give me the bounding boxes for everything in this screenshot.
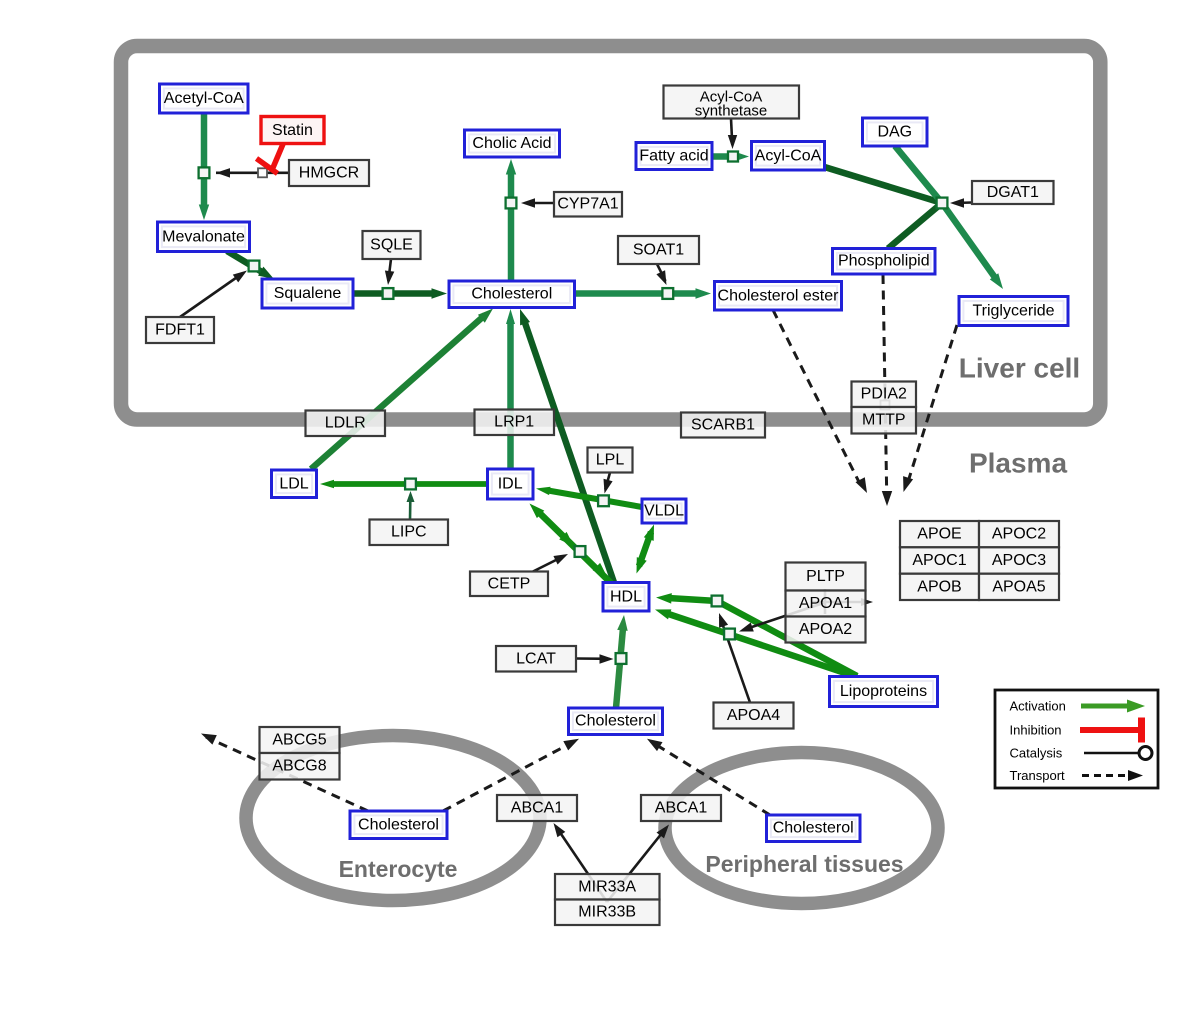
- svg-text:APOC2: APOC2: [992, 526, 1046, 543]
- svg-text:LRP1: LRP1: [494, 414, 534, 431]
- svg-text:Statin: Statin: [272, 122, 313, 139]
- svg-text:Triglyceride: Triglyceride: [972, 303, 1054, 320]
- svg-text:Inhibition: Inhibition: [1010, 723, 1062, 738]
- svg-text:Cholesterol: Cholesterol: [358, 816, 439, 833]
- svg-text:Cholic Acid: Cholic Acid: [472, 135, 551, 152]
- svg-text:SQLE: SQLE: [370, 237, 413, 254]
- svg-text:FDFT1: FDFT1: [155, 322, 205, 339]
- svg-text:Acetyl-CoA: Acetyl-CoA: [164, 90, 244, 107]
- svg-text:IDL: IDL: [498, 476, 523, 493]
- svg-text:APOA2: APOA2: [799, 621, 852, 638]
- svg-text:APOE: APOE: [917, 526, 961, 543]
- svg-text:DAG: DAG: [877, 124, 912, 141]
- svg-text:HMGCR: HMGCR: [299, 165, 359, 182]
- svg-text:Cholesterol: Cholesterol: [471, 286, 552, 303]
- svg-text:Enterocyte: Enterocyte: [339, 856, 458, 882]
- svg-text:APOC3: APOC3: [992, 552, 1046, 569]
- svg-text:Transport: Transport: [1010, 768, 1066, 783]
- svg-text:LDLR: LDLR: [325, 415, 366, 432]
- svg-text:SOAT1: SOAT1: [633, 242, 684, 259]
- svg-text:Peripheral tissues: Peripheral tissues: [705, 851, 903, 877]
- svg-text:APOA5: APOA5: [992, 578, 1045, 595]
- svg-text:PLTP: PLTP: [806, 568, 845, 585]
- svg-text:CETP: CETP: [488, 575, 531, 592]
- svg-text:CYP7A1: CYP7A1: [557, 196, 618, 213]
- svg-text:SCARB1: SCARB1: [691, 417, 755, 434]
- svg-text:APOA4: APOA4: [727, 707, 780, 724]
- svg-text:Cholesterol: Cholesterol: [773, 820, 854, 837]
- svg-text:MIR33B: MIR33B: [578, 904, 636, 921]
- svg-text:Acyl-CoA: Acyl-CoA: [755, 147, 822, 164]
- svg-text:Phospholipid: Phospholipid: [838, 253, 930, 270]
- svg-text:LIPC: LIPC: [391, 524, 427, 541]
- svg-text:MIR33A: MIR33A: [578, 878, 636, 895]
- svg-text:Cholesterol: Cholesterol: [575, 713, 656, 730]
- svg-text:Mevalonate: Mevalonate: [162, 228, 245, 245]
- svg-text:ABCA1: ABCA1: [511, 800, 564, 817]
- svg-text:Catalysis: Catalysis: [1010, 746, 1063, 761]
- svg-text:synthetase: synthetase: [695, 103, 768, 120]
- svg-text:Fatty acid: Fatty acid: [639, 148, 708, 165]
- svg-text:APOB: APOB: [917, 578, 961, 595]
- svg-text:LCAT: LCAT: [516, 650, 556, 667]
- svg-text:Liver cell: Liver cell: [959, 353, 1080, 384]
- svg-text:APOA1: APOA1: [799, 595, 852, 612]
- svg-text:APOC1: APOC1: [912, 552, 966, 569]
- svg-text:VLDL: VLDL: [644, 503, 684, 520]
- svg-text:Cholesterol ester: Cholesterol ester: [718, 287, 840, 304]
- svg-text:DGAT1: DGAT1: [987, 184, 1039, 201]
- svg-text:ABCA1: ABCA1: [655, 800, 708, 817]
- svg-text:LDL: LDL: [279, 475, 308, 492]
- svg-text:Plasma: Plasma: [969, 448, 1067, 479]
- svg-text:Acyl-CoA: Acyl-CoA: [700, 89, 763, 106]
- svg-text:MTTP: MTTP: [862, 412, 906, 429]
- svg-text:Lipoproteins: Lipoproteins: [840, 683, 927, 700]
- svg-text:HDL: HDL: [610, 588, 642, 605]
- svg-text:ABCG5: ABCG5: [272, 732, 326, 749]
- svg-text:Squalene: Squalene: [274, 285, 342, 302]
- svg-text:Activation: Activation: [1010, 699, 1066, 714]
- svg-text:ABCG8: ABCG8: [272, 758, 326, 775]
- svg-text:LPL: LPL: [596, 452, 625, 469]
- svg-text:PDIA2: PDIA2: [861, 386, 907, 403]
